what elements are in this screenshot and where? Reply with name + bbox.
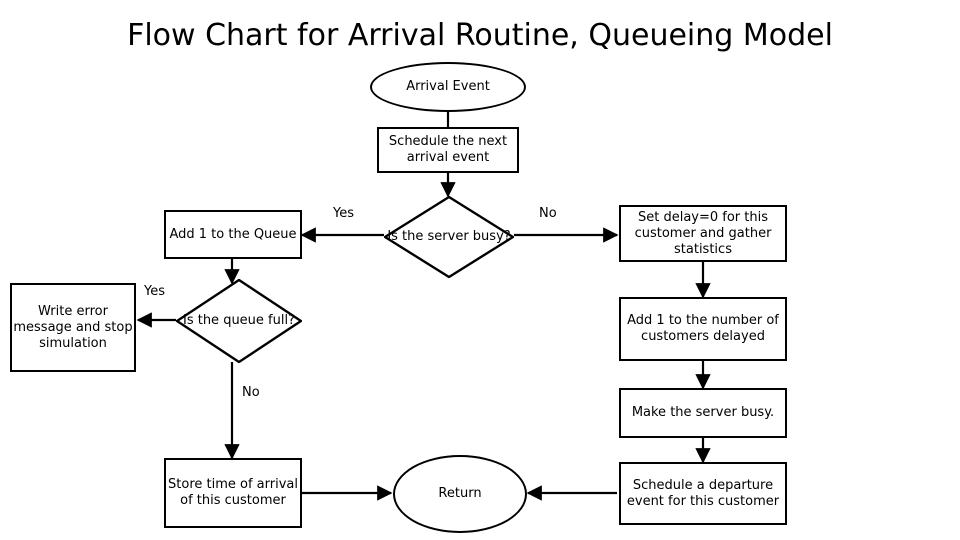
- edge-label-server-busy-no: No: [539, 206, 557, 221]
- edge-label-queue-full-yes: Yes: [144, 284, 165, 299]
- node-set-delay-zero[interactable]: Set delay=0 for this customer and gather…: [619, 205, 787, 262]
- node-write-error[interactable]: Write error message and stop simulation: [10, 283, 136, 372]
- node-add-one-queue[interactable]: Add 1 to the Queue: [164, 210, 302, 259]
- diamond-shape-server-busy: [384, 196, 514, 278]
- node-schedule-departure-label: Schedule a departure event for this cust…: [626, 477, 780, 509]
- node-is-server-busy-label: Is the server busy?: [387, 229, 511, 244]
- node-arrival-event-label: Arrival Event: [406, 79, 490, 94]
- node-add-one-delayed[interactable]: Add 1 to the number of customers delayed: [619, 297, 787, 361]
- node-return[interactable]: Return: [393, 455, 527, 533]
- diamond-shape-queue-full: [176, 279, 302, 363]
- node-return-label: Return: [438, 486, 482, 501]
- node-write-error-label: Write error message and stop simulation: [13, 303, 133, 351]
- node-add-one-queue-label: Add 1 to the Queue: [169, 226, 297, 242]
- edge-label-server-busy-yes: Yes: [333, 206, 354, 221]
- node-is-queue-full-label: Is the queue full?: [182, 313, 295, 328]
- node-schedule-departure[interactable]: Schedule a departure event for this cust…: [619, 462, 787, 525]
- node-make-server-busy[interactable]: Make the server busy.: [619, 388, 787, 438]
- node-schedule-next-arrival[interactable]: Schedule the next arrival event: [377, 127, 519, 173]
- node-store-time-arrival-label: Store time of arrival of this customer: [168, 477, 298, 508]
- node-set-delay-zero-label: Set delay=0 for this customer and gather…: [634, 209, 772, 257]
- node-add-one-delayed-label: Add 1 to the number of customers delayed: [627, 313, 779, 344]
- node-is-queue-full[interactable]: Is the queue full?: [176, 279, 302, 363]
- page-title: Flow Chart for Arrival Routine, Queueing…: [127, 18, 833, 53]
- node-make-server-busy-label: Make the server busy.: [631, 405, 775, 420]
- node-is-server-busy[interactable]: Is the server busy?: [384, 196, 514, 278]
- node-arrival-event[interactable]: Arrival Event: [370, 62, 526, 112]
- node-store-time-arrival[interactable]: Store time of arrival of this customer: [164, 458, 302, 528]
- edge-label-queue-full-no: No: [242, 385, 260, 400]
- node-schedule-next-arrival-label: Schedule the next arrival event: [388, 134, 508, 165]
